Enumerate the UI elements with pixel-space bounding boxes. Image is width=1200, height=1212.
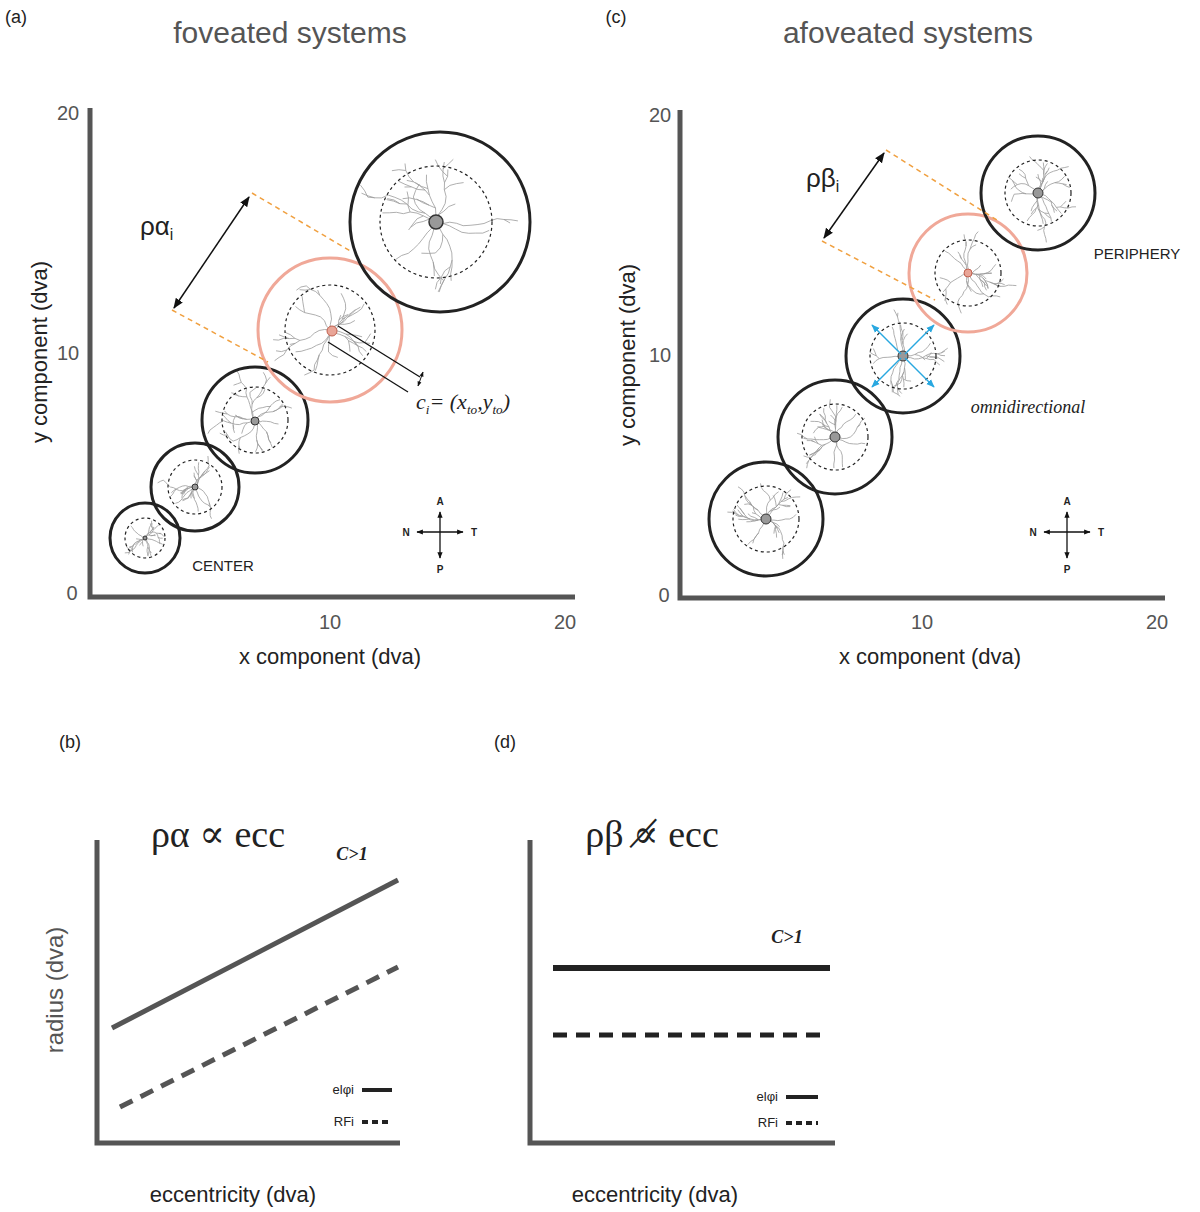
rho-alpha-dimension: [172, 193, 423, 392]
figure-label: A: [436, 496, 443, 507]
math-part: i: [170, 226, 173, 243]
compass: [417, 512, 463, 558]
math-part: ρβ: [806, 163, 836, 193]
figure-label: ρβ ∝̸ ecc: [585, 814, 719, 856]
legend-label: RFi: [758, 1116, 778, 1130]
figure-label: N: [402, 527, 409, 538]
math-part: ρα: [140, 211, 170, 241]
figure-label: y component (dva): [616, 264, 640, 446]
math-part: to: [492, 402, 502, 417]
figure-label: P: [437, 564, 444, 575]
figure-label: T: [1098, 527, 1104, 538]
figure-label: (a): [5, 8, 27, 28]
legend-label: elφi: [333, 1083, 354, 1097]
math-label: ραi: [140, 212, 173, 241]
foveated-rfs: [110, 132, 530, 573]
figure-label: P: [1064, 564, 1071, 575]
figure-label: foveated systems: [173, 16, 406, 49]
figure-label: x component (dva): [839, 645, 1021, 669]
figure-label: x component (dva): [239, 645, 421, 669]
figure-label: y component (dva): [28, 261, 52, 443]
figure-label: PERIPHERY: [1094, 246, 1180, 263]
math-part: i: [426, 402, 430, 417]
legend-label: RFi: [334, 1115, 354, 1129]
axes: [90, 108, 1165, 1143]
figure-label: eccentricity (dva): [572, 1183, 738, 1207]
figure-label: 0: [658, 584, 669, 606]
figure-label: afoveated systems: [783, 16, 1033, 49]
math-part: i: [836, 178, 839, 195]
omnidirectional-arrows: [872, 325, 934, 387]
math-part: to: [467, 402, 477, 417]
math-label: ρβi: [806, 164, 839, 193]
afoveated-rfs: [709, 136, 1095, 576]
figure-label: A: [1063, 496, 1070, 507]
figure-label: 20: [554, 611, 576, 633]
figure-label: 10: [911, 611, 933, 633]
figure-label: 0: [66, 582, 77, 604]
figure-label: 20: [649, 104, 671, 126]
figure-label: omnidirectional: [971, 398, 1085, 418]
figure-label: eccentricity (dva): [150, 1183, 316, 1207]
dendrite-texture: [125, 157, 1076, 559]
figure-label: 10: [57, 342, 79, 364]
figure-label: C>1: [336, 845, 367, 865]
figure-label: T: [471, 527, 477, 538]
figure-label: (c): [606, 8, 627, 28]
compass: [1044, 512, 1090, 558]
math-part: = (x: [429, 389, 466, 414]
plot-lines: [112, 880, 830, 1123]
figure-label: ρα ∝ ecc: [151, 814, 285, 856]
figure-label: radius (dva): [42, 927, 68, 1054]
math-part: ,y: [477, 389, 492, 414]
rho-beta-dimension: [822, 150, 1000, 300]
math-label: ci= (xto,yto): [416, 390, 510, 414]
figure-label: 10: [649, 344, 671, 366]
figure-label: (d): [494, 733, 516, 753]
figure-label: 20: [57, 102, 79, 124]
figure-label: N: [1029, 527, 1036, 538]
legend-label: elφi: [757, 1090, 778, 1104]
figure-label: 20: [1146, 611, 1168, 633]
figure-label: C>1: [771, 928, 802, 948]
math-part: ): [503, 389, 510, 414]
figure-label: CENTER: [192, 558, 254, 575]
figure-label: 10: [319, 611, 341, 633]
math-part: c: [416, 389, 426, 414]
figure-label: (b): [59, 733, 81, 753]
